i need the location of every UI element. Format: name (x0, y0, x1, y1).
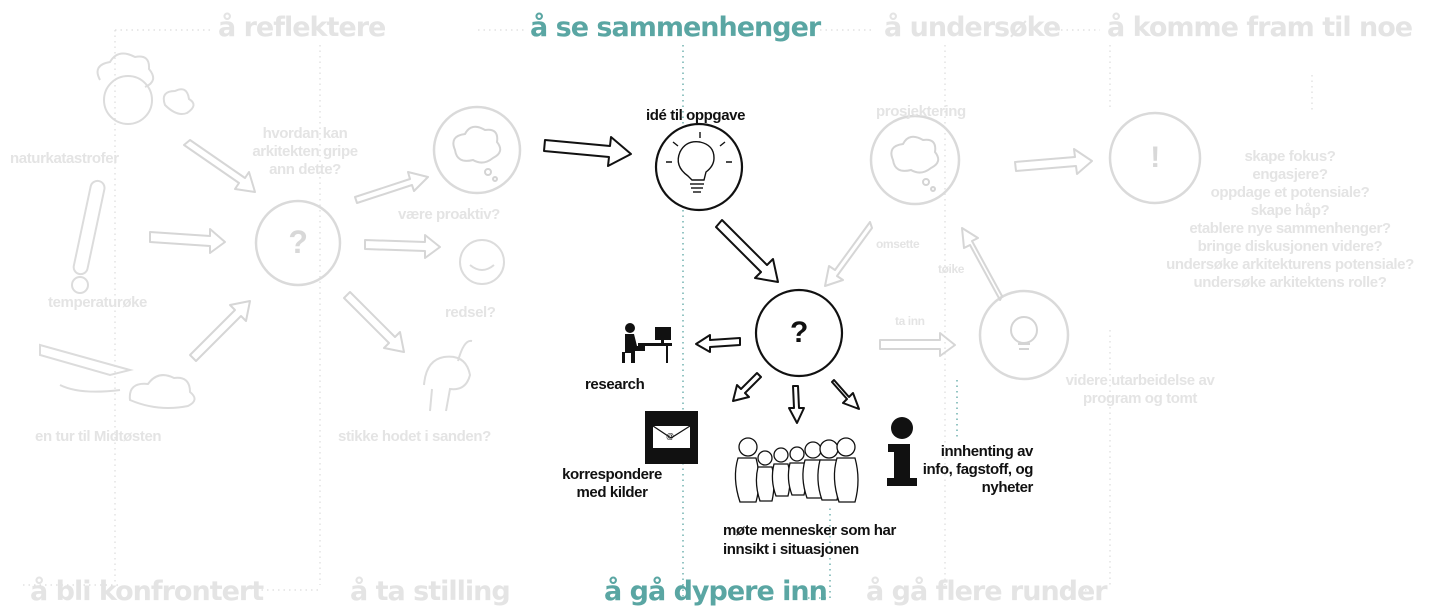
goal-item: skape fokus? (1244, 148, 1336, 165)
heading-ta-stilling: å ta stilling (350, 576, 511, 607)
label-ta-inn: ta inn (895, 314, 925, 328)
faded-circles (254, 105, 1202, 381)
goal-item: skape håp? (1250, 202, 1330, 219)
heading-undersoke: å undersøke (884, 12, 1061, 43)
exclamation-mark: ! (1150, 141, 1160, 174)
dark-arrows (543, 136, 860, 424)
label-temperaturoke: temperaturøke (48, 294, 148, 311)
goals-list: skape fokus? engasjere? oppdage et poten… (1130, 148, 1446, 292)
info-icon (887, 417, 917, 486)
svg-text:@: @ (666, 432, 674, 441)
label-omsette: omsette (876, 237, 920, 251)
research-person-icon (622, 323, 672, 363)
label-videre-utarbeidelse: videre utarbeidelse av program og tomt (1065, 372, 1215, 407)
goal-item: undersøke arkitektens rolle? (1193, 274, 1387, 291)
faded-illustrations (39, 52, 505, 412)
label-research: research (585, 376, 645, 393)
faded-bulb-icon (1010, 316, 1038, 350)
thought-bubble-icons (452, 125, 940, 192)
goal-item: undersøke arkitekturens potensiale? (1166, 256, 1414, 273)
label-prosjektering: prosjektering (876, 103, 966, 120)
goal-item: engasjere? (1252, 166, 1328, 183)
label-tur-midtosten: en tur til Midtøsten (35, 428, 162, 445)
people-group-icon (734, 437, 859, 503)
label-toike: tøike (938, 262, 965, 276)
heading-ga-dypere: å gå dypere inn (604, 576, 828, 607)
label-naturkatastrofer: naturkatastrofer (10, 150, 119, 167)
label-innhenting: innhenting av info, fagstoff, og nyheter (922, 443, 1034, 496)
goal-item: oppdage et potensiale? (1210, 184, 1370, 201)
heading-ga-flere-runder: å gå flere runder (866, 576, 1108, 607)
label-proaktiv: være proaktiv? (398, 206, 500, 223)
question-mark-faded: ? (288, 224, 308, 260)
label-mote-mennesker: møte mennesker som har innsikt i situasj… (723, 522, 896, 558)
faded-arrows (149, 139, 1093, 362)
teal-guide-lines (682, 45, 958, 599)
label-stikke-hodet: stikke hodet i sanden? (338, 428, 491, 445)
lightbulb-icon (666, 132, 732, 193)
label-ide-til-oppgave: idé til oppgave (646, 107, 746, 124)
heading-komme-fram: å komme fram til noe (1107, 12, 1413, 43)
label-redsel: redsel? (445, 304, 496, 321)
question-mark-dark: ? (790, 316, 808, 349)
heading-se-sammenhenger: å se sammenhenger (530, 12, 821, 43)
mail-icon: @ (645, 411, 698, 464)
goal-item: bringe diskusjonen videre? (1197, 238, 1383, 255)
faded-guide-lines (20, 29, 1313, 591)
label-hvordan-kan: hvordan kan arkitekten gripe ann dette? (252, 125, 358, 178)
heading-reflektere: å reflektere (218, 12, 386, 43)
heading-bli-konfrontert: å bli konfrontert (30, 576, 264, 607)
label-korrespondere: korrespondere med kilder (562, 466, 662, 501)
goal-item: etablere nye sammenhenger? (1189, 220, 1391, 237)
